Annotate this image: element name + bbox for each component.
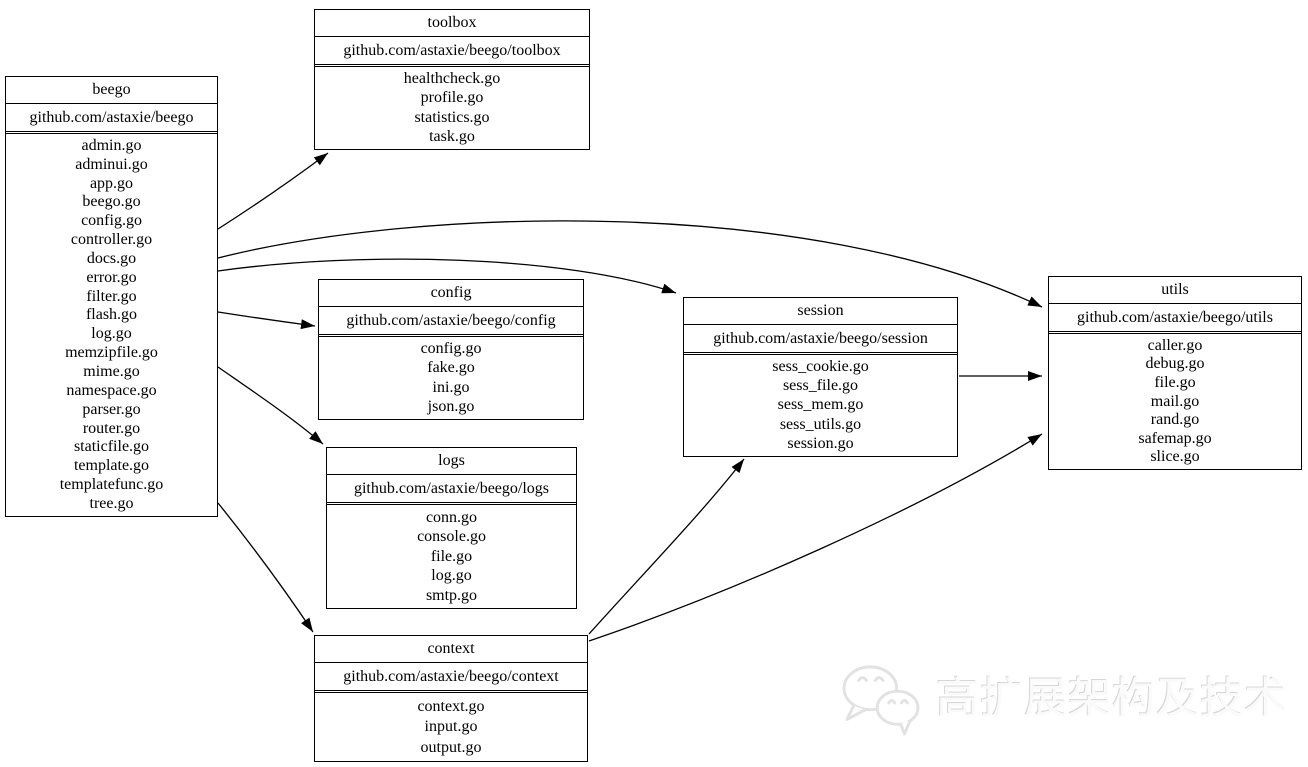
node-path: github.com/astaxie/beego/session: [713, 329, 928, 347]
node-path: github.com/astaxie/beego/context: [343, 667, 559, 685]
file-item: input.go: [424, 718, 478, 735]
node-title: logs: [438, 452, 465, 469]
file-item: adminui.go: [75, 155, 148, 173]
separator: [319, 306, 583, 307]
file-item: beego.go: [82, 193, 141, 211]
file-item: template.go: [73, 457, 150, 475]
node-path: github.com/astaxie/beego/toolbox: [343, 41, 561, 59]
separator: [6, 131, 217, 134]
node-config: config github.com/astaxie/beego/config c…: [318, 279, 584, 420]
file-item: error.go: [86, 268, 137, 286]
separator: [6, 103, 217, 104]
file-item: session.go: [787, 434, 854, 452]
file-item: sess_utils.go: [779, 415, 862, 433]
file-item: json.go: [427, 397, 475, 415]
file-item: mime.go: [83, 362, 140, 380]
file-item: router.go: [82, 419, 141, 437]
separator: [1049, 331, 1301, 334]
file-item: filter.go: [86, 287, 137, 305]
node-title: config: [430, 284, 472, 301]
file-item: output.go: [420, 738, 482, 756]
node-title: session: [797, 302, 844, 319]
file-item: slice.go: [1150, 448, 1200, 466]
node-context: context github.com/astaxie/beego/context…: [314, 635, 588, 762]
separator: [315, 36, 589, 37]
file-item: task.go: [429, 127, 475, 145]
separator: [327, 502, 576, 505]
file-item: sess_file.go: [782, 377, 859, 395]
file-item: rand.go: [1150, 411, 1200, 429]
edge-context-utils: [588, 433, 1043, 642]
file-item: console.go: [417, 528, 486, 545]
node-title: toolbox: [427, 14, 477, 31]
separator: [327, 474, 576, 475]
file-item: statistics.go: [414, 108, 490, 126]
file-item: healthcheck.go: [403, 70, 501, 88]
node-path: github.com/astaxie/beego: [29, 108, 194, 126]
node-path: github.com/astaxie/beego/utils: [1077, 308, 1273, 326]
node-path: github.com/astaxie/beego/logs: [353, 479, 550, 497]
node-logs: logs github.com/astaxie/beego/logs conn.…: [326, 447, 577, 609]
edge-beego-context: [217, 502, 314, 633]
file-item: admin.go: [81, 136, 142, 154]
file-item: parser.go: [82, 400, 141, 418]
node-session: session github.com/astaxie/beego/session…: [683, 297, 958, 457]
node-toolbox: toolbox github.com/astaxie/beego/toolbox…: [314, 9, 590, 150]
file-item: debug.go: [1145, 355, 1205, 373]
file-item: tree.go: [89, 494, 134, 512]
separator: [1049, 303, 1301, 304]
edge-context-session: [588, 458, 745, 635]
separator: [319, 334, 583, 337]
node-utils: utils github.com/astaxie/beego/utils cal…: [1048, 276, 1302, 470]
file-item: conn.go: [425, 508, 478, 526]
file-item: namespace.go: [66, 381, 157, 399]
edge-beego-config: [217, 311, 316, 330]
file-item: mail.go: [1150, 392, 1200, 410]
separator: [315, 662, 587, 663]
file-item: sess_cookie.go: [772, 358, 869, 376]
separator: [315, 64, 589, 67]
file-item: context.go: [417, 697, 485, 715]
file-item: ini.go: [432, 378, 470, 396]
file-item: templatefunc.go: [59, 476, 164, 494]
node-title: context: [427, 640, 475, 657]
file-item: config.go: [420, 340, 482, 358]
file-item: memzipfile.go: [65, 344, 158, 362]
node-files: conn.go console.go file.go log.go smtp.go: [327, 505, 576, 608]
file-item: config.go: [81, 212, 142, 230]
file-item: log.go: [91, 325, 132, 343]
watermark-text: 高扩展架构及技术: [936, 673, 1288, 724]
file-item: fake.go: [427, 359, 475, 377]
edge-beego-toolbox: [217, 152, 329, 230]
file-item: controller.go: [70, 231, 153, 249]
node-title: beego: [92, 81, 131, 98]
separator: [684, 324, 957, 325]
file-item: safemap.go: [1138, 429, 1212, 447]
file-item: profile.go: [420, 89, 484, 107]
node-title: utils: [1161, 281, 1189, 298]
watermark: 高扩展架构及技术: [838, 662, 1288, 736]
file-item: staticfile.go: [73, 438, 150, 456]
file-item: file.go: [1154, 373, 1196, 391]
file-item: app.go: [89, 174, 134, 192]
separator: [315, 690, 587, 693]
file-item: file.go: [430, 547, 473, 565]
file-item: sess_mem.go: [777, 396, 864, 414]
file-item: docs.go: [86, 249, 137, 267]
edge-beego-logs: [217, 366, 324, 445]
file-item: caller.go: [1147, 336, 1203, 354]
file-item: smtp.go: [425, 586, 478, 604]
node-path: github.com/astaxie/beego/config: [346, 311, 556, 329]
separator: [684, 352, 957, 355]
node-files: context.go input.go output.go: [315, 693, 587, 761]
wechat-icon: [842, 665, 920, 736]
file-item: log.go: [431, 567, 472, 584]
file-item: flash.go: [85, 306, 138, 324]
